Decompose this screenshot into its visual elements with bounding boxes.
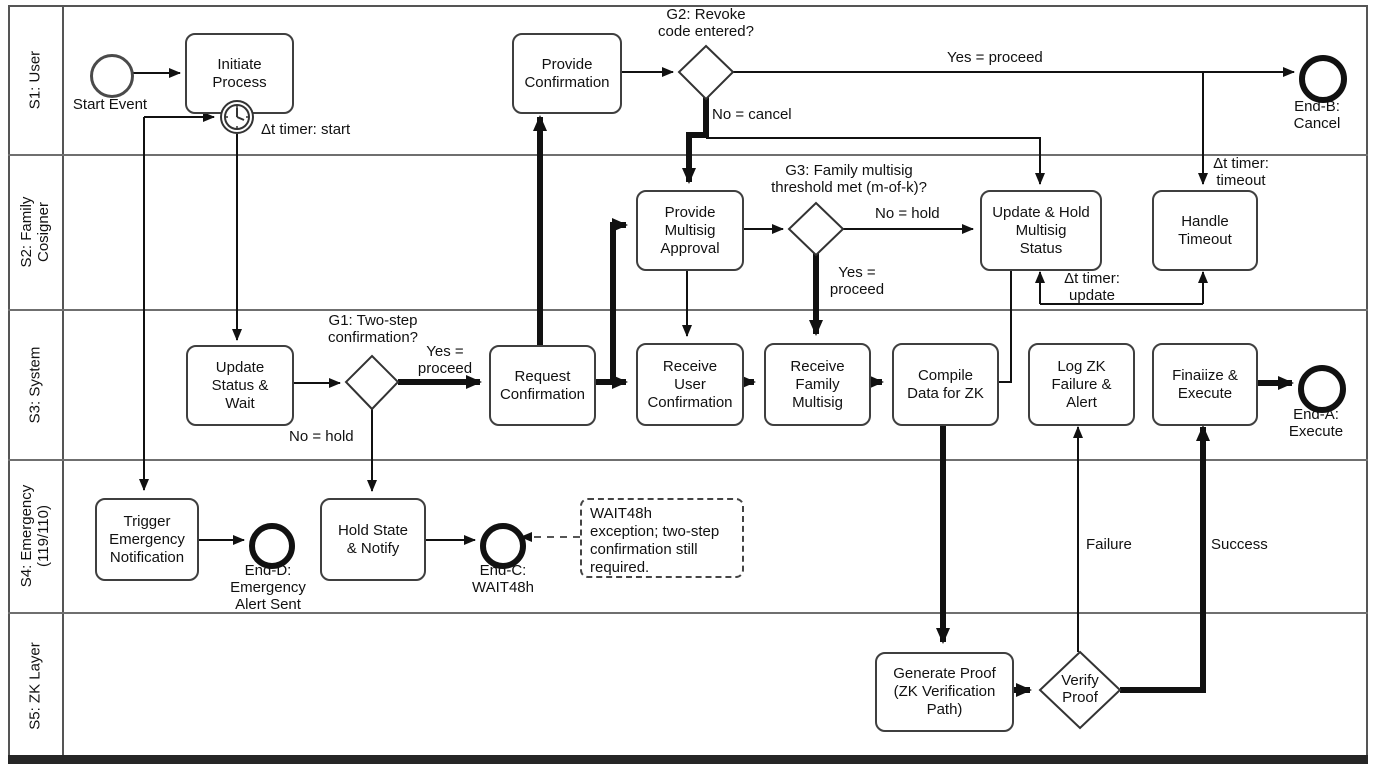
lane-divider-s3-s4 xyxy=(8,459,1368,461)
task-provide-confirmation: Provide Confirmation xyxy=(512,33,622,114)
task-finalize-execute: Finaiize & Execute xyxy=(1152,343,1258,426)
start-event xyxy=(90,54,134,98)
task-receive-user-confirmation: Receive User Confirmation xyxy=(636,343,744,426)
task-trigger-emergency: Trigger Emergency Notification xyxy=(95,498,199,581)
label-gateway-g3: G3: Family multisig threshold met (m-of-… xyxy=(771,162,927,196)
flow-update-hold-to-compile xyxy=(998,267,1012,383)
label-end-d: End-D: Emergency Alert Sent xyxy=(230,562,306,613)
task-provide-multisig-approval: Provide Multisig Approval xyxy=(636,190,744,271)
gateway-g3 xyxy=(787,201,845,257)
flow-branch-to-update-hold xyxy=(706,137,1045,185)
label-gateway-g1: G1: Two-step confirmation? xyxy=(327,312,419,346)
end-event-b xyxy=(1299,55,1347,103)
label-gateway-g2: G2: Revoke code entered? xyxy=(658,6,754,40)
label-g3-no: No = hold xyxy=(875,205,940,222)
timer-icon xyxy=(220,100,254,134)
task-update-hold-multisig: Update & Hold Multisig Status xyxy=(980,190,1102,271)
flow-verify-success-to-finalize xyxy=(1120,425,1210,693)
diagram-bottom-border xyxy=(8,755,1368,764)
label-g3-yes: Yes = proceed xyxy=(829,264,885,298)
lane-divider-s4-s5 xyxy=(8,612,1368,614)
label-failure: Failure xyxy=(1086,536,1132,553)
label-success: Success xyxy=(1211,536,1268,553)
annotation-note: WAIT48h exception; two-step confirmation… xyxy=(580,498,744,578)
label-timer-update: Δt timer: update xyxy=(1064,270,1120,304)
label-g1-no: No = hold xyxy=(289,428,354,445)
label-verify-proof: Verify Proof xyxy=(1061,672,1099,706)
task-receive-family-multisig: Receive Family Multisig xyxy=(764,343,871,426)
label-timer-timeout: Δt timer: timeout xyxy=(1213,155,1269,189)
end-event-c xyxy=(480,523,526,569)
label-g2-no: No = cancel xyxy=(712,106,792,123)
task-log-zk-failure: Log ZK Failure & Alert xyxy=(1028,343,1135,426)
lane-label-column-divider xyxy=(62,5,64,757)
task-generate-proof: Generate Proof (ZK Verification Path) xyxy=(875,652,1014,732)
gateway-g1 xyxy=(344,354,400,411)
gateway-g2 xyxy=(677,44,735,101)
task-hold-state-notify: Hold State & Notify xyxy=(320,498,426,581)
end-event-a xyxy=(1298,365,1346,413)
label-g1-yes: Yes = proceed xyxy=(417,343,473,377)
label-g2-yes: Yes = proceed xyxy=(947,49,1043,66)
label-start-event: Start Event xyxy=(72,96,148,113)
label-end-a: End-A: Execute xyxy=(1288,406,1344,440)
task-compile-data-zk: Compile Data for ZK xyxy=(892,343,999,426)
flow-request-to-multisig-approval xyxy=(610,218,628,382)
label-end-c: End-C: WAIT48h xyxy=(472,562,534,596)
gateway-verify-proof xyxy=(1038,650,1122,730)
task-update-status-wait: Update Status & Wait xyxy=(186,345,294,426)
flow-g2-no-to-multisig-approval xyxy=(682,96,709,184)
label-timer-start: Δt timer: start xyxy=(261,121,351,138)
end-event-d xyxy=(249,523,295,569)
label-end-b: End-B: Cancel xyxy=(1293,98,1341,132)
task-handle-timeout: Handle Timeout xyxy=(1152,190,1258,271)
task-request-confirmation: Request Confirmation xyxy=(489,345,596,426)
